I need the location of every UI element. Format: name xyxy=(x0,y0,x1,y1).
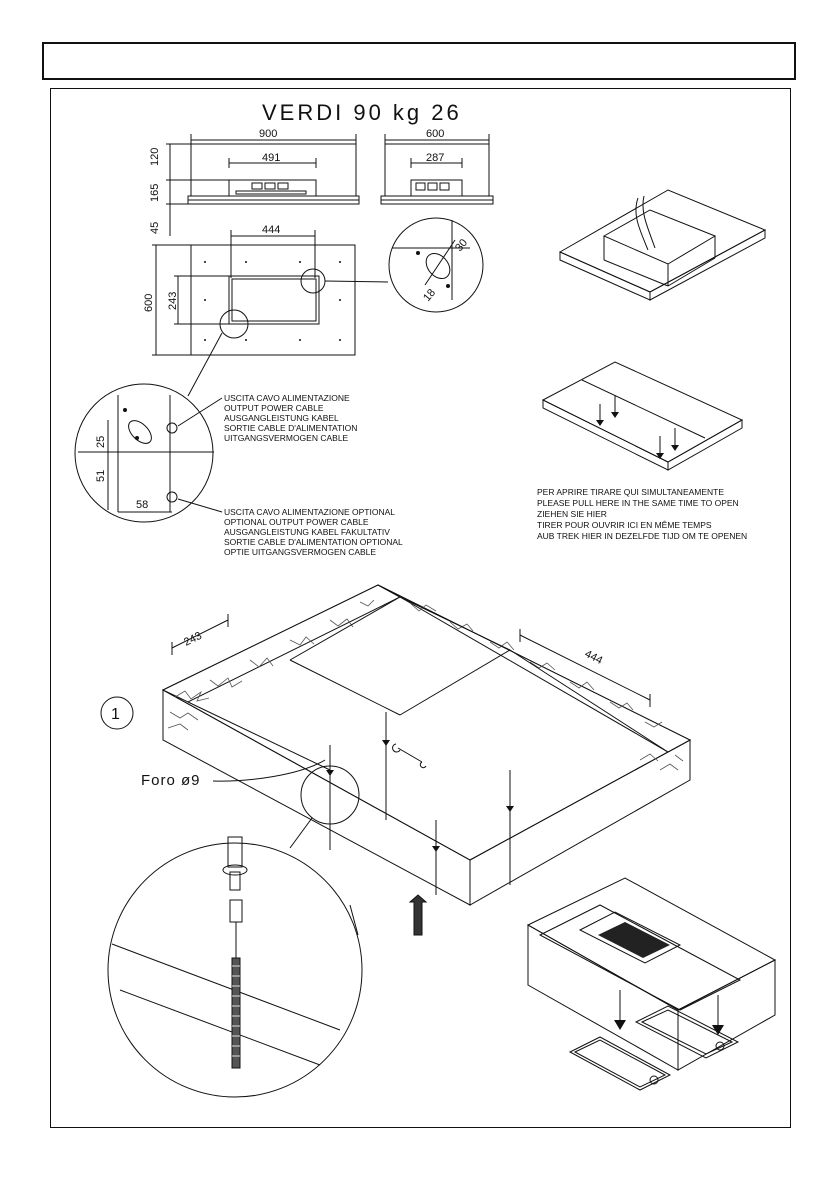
open-note-line: AUB TREK HIER IN DEZELFDE TIJD OM TE OPE… xyxy=(537,531,747,541)
hole-detail-marker xyxy=(300,765,360,825)
dim-side-width: 600 xyxy=(426,128,444,140)
open-note-line: PLEASE PULL HERE IN THE SAME TIME TO OPE… xyxy=(537,498,739,508)
dim-detail-c: 25 xyxy=(95,436,107,448)
hole-label: Foro ø9 xyxy=(141,772,201,789)
dim-detail-e: 58 xyxy=(136,499,148,511)
dim-iso-depth: 243 xyxy=(182,630,204,649)
cable-optional-line: USCITA CAVO ALIMENTAZIONE OPTIONAL xyxy=(224,507,395,517)
cable-optional-line: AUSGANGLEISTUNG KABEL FAKULTATIV xyxy=(224,527,390,537)
dim-front-inner: 491 xyxy=(262,152,280,164)
dim-front-width: 900 xyxy=(259,128,277,140)
cable-note-line: UITGANGSVERMOGEN CABLE xyxy=(224,433,349,443)
cable-optional-line: SORTIE CABLE D'ALIMENTATION OPTIONAL xyxy=(224,537,403,547)
plan-view: 444 600 243 xyxy=(143,224,389,397)
dim-height-bottom: 45 xyxy=(149,222,161,234)
open-note-line: PER APRIRE TIRARE QUI SIMULTANEAMENTE xyxy=(537,487,724,497)
ceiling-isometric: 243 444 xyxy=(161,584,692,936)
cable-note-line: USCITA CAVO ALIMENTAZIONE xyxy=(224,393,350,403)
dim-detail-d: 51 xyxy=(95,470,107,482)
cable-optional-line: OPTIE UITGANGSVERMOGEN CABLE xyxy=(224,547,376,557)
dim-detail-a: 30 xyxy=(453,237,470,254)
step-marker: 1 xyxy=(100,696,134,730)
cable-note-line: SORTIE CABLE D'ALIMENTATION xyxy=(224,423,357,433)
cable-optional-line: OPTIONAL OUTPUT POWER CABLE xyxy=(224,517,369,527)
dim-side-inner: 287 xyxy=(426,152,444,164)
detail-cable-outlet: 25 51 58 xyxy=(74,383,223,523)
diagram-title: VERDI 90 kg 26 xyxy=(262,100,462,125)
cable-optional-note: USCITA CAVO ALIMENTAZIONE OPTIONAL OPTIO… xyxy=(224,507,403,557)
open-note-line: TIRER POUR OUVRIR ICI EN MÊME TEMPS xyxy=(537,520,712,530)
dim-plan-hole-depth: 243 xyxy=(167,292,179,310)
dim-detail-b: 18 xyxy=(421,287,438,304)
dim-plan-hole-spacing: 444 xyxy=(262,224,280,236)
filter-panel-isometric xyxy=(541,361,744,471)
step-number: 1 xyxy=(111,706,120,723)
dim-iso-width: 444 xyxy=(583,648,605,667)
open-note: PER APRIRE TIRARE QUI SIMULTANEAMENTE PL… xyxy=(537,487,747,541)
cable-note: USCITA CAVO ALIMENTAZIONE OUTPUT POWER C… xyxy=(224,393,357,443)
anchor-detail xyxy=(107,836,363,1098)
drawing-frame xyxy=(50,88,791,1128)
dim-plan-depth: 600 xyxy=(143,294,155,312)
open-note-line: ZIEHEN SIE HIER xyxy=(537,509,607,519)
header-bar xyxy=(42,42,796,80)
cable-note-line: AUSGANGLEISTUNG KABEL xyxy=(224,413,339,423)
dim-height-top: 120 xyxy=(149,148,161,166)
cable-note-line: OUTPUT POWER CABLE xyxy=(224,403,324,413)
hood-filter-removal xyxy=(526,877,777,1091)
detail-corner: 30 18 xyxy=(388,217,484,313)
front-elevation: 900 491 120 165 45 xyxy=(149,128,360,236)
dim-height-mid: 165 xyxy=(149,184,161,202)
side-elevation: 600 287 xyxy=(380,128,494,205)
hood-isometric xyxy=(558,189,767,301)
